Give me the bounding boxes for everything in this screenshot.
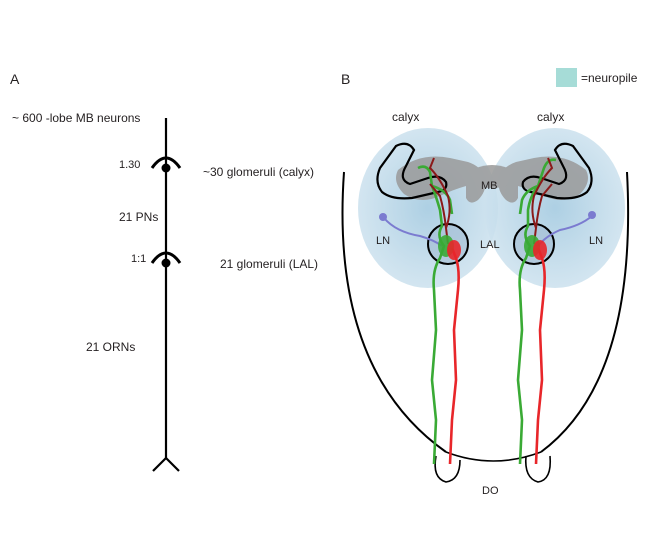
head-capsule-outline — [341, 171, 630, 453]
calyx-left-label: calyx — [392, 110, 419, 124]
ln-right-label: LN — [589, 235, 603, 247]
ratio-lower-label: 1:1 — [131, 253, 146, 265]
dorsal-organ-right — [524, 455, 552, 483]
orns-label: 21 ORNs — [86, 340, 135, 354]
panel-b-letter: B — [341, 71, 350, 87]
head-capsule-bottom — [445, 451, 542, 462]
dark-red-neurons — [428, 157, 554, 245]
local-neuron-left — [379, 213, 443, 247]
ln-left-label: LN — [376, 235, 390, 247]
neuropile-legend-label: =neuropile — [581, 71, 638, 85]
orn-dendrite-fork — [152, 456, 180, 472]
lal-glomeruli-label: 21 glomeruli (LAL) — [220, 257, 318, 271]
lal-label: LAL — [480, 239, 500, 251]
mb-label: MB — [481, 180, 498, 192]
pns-label: 21 PNs — [119, 210, 158, 224]
lal-glomeruli-blobs — [438, 235, 547, 260]
calyx-right-outline — [521, 142, 593, 200]
calyx-synapse-symbol — [150, 156, 182, 173]
dorsal-organ-left — [434, 455, 461, 483]
do-label: DO — [482, 485, 499, 497]
panel-a: A ~ 600 -lobe MB neurons 1.30 ~30 glomer… — [10, 71, 318, 472]
lal-synapse-symbol — [150, 251, 182, 268]
calyx-glomeruli-label: ~30 glomeruli (calyx) — [203, 165, 314, 179]
red-neurons — [448, 247, 546, 465]
panel-a-letter: A — [10, 71, 20, 87]
panel-b: B =neuropile — [341, 68, 638, 497]
green-neurons — [417, 158, 557, 465]
local-neuron-right — [537, 211, 596, 247]
mb-neurons-label: ~ 600 -lobe MB neurons — [12, 111, 140, 125]
neuropile-legend-swatch — [556, 68, 577, 87]
calyx-right-label: calyx — [537, 110, 564, 124]
neuropile-left — [358, 128, 498, 288]
calyx-left-outline — [376, 142, 448, 200]
ratio-upper-label: 1.30 — [119, 159, 140, 171]
